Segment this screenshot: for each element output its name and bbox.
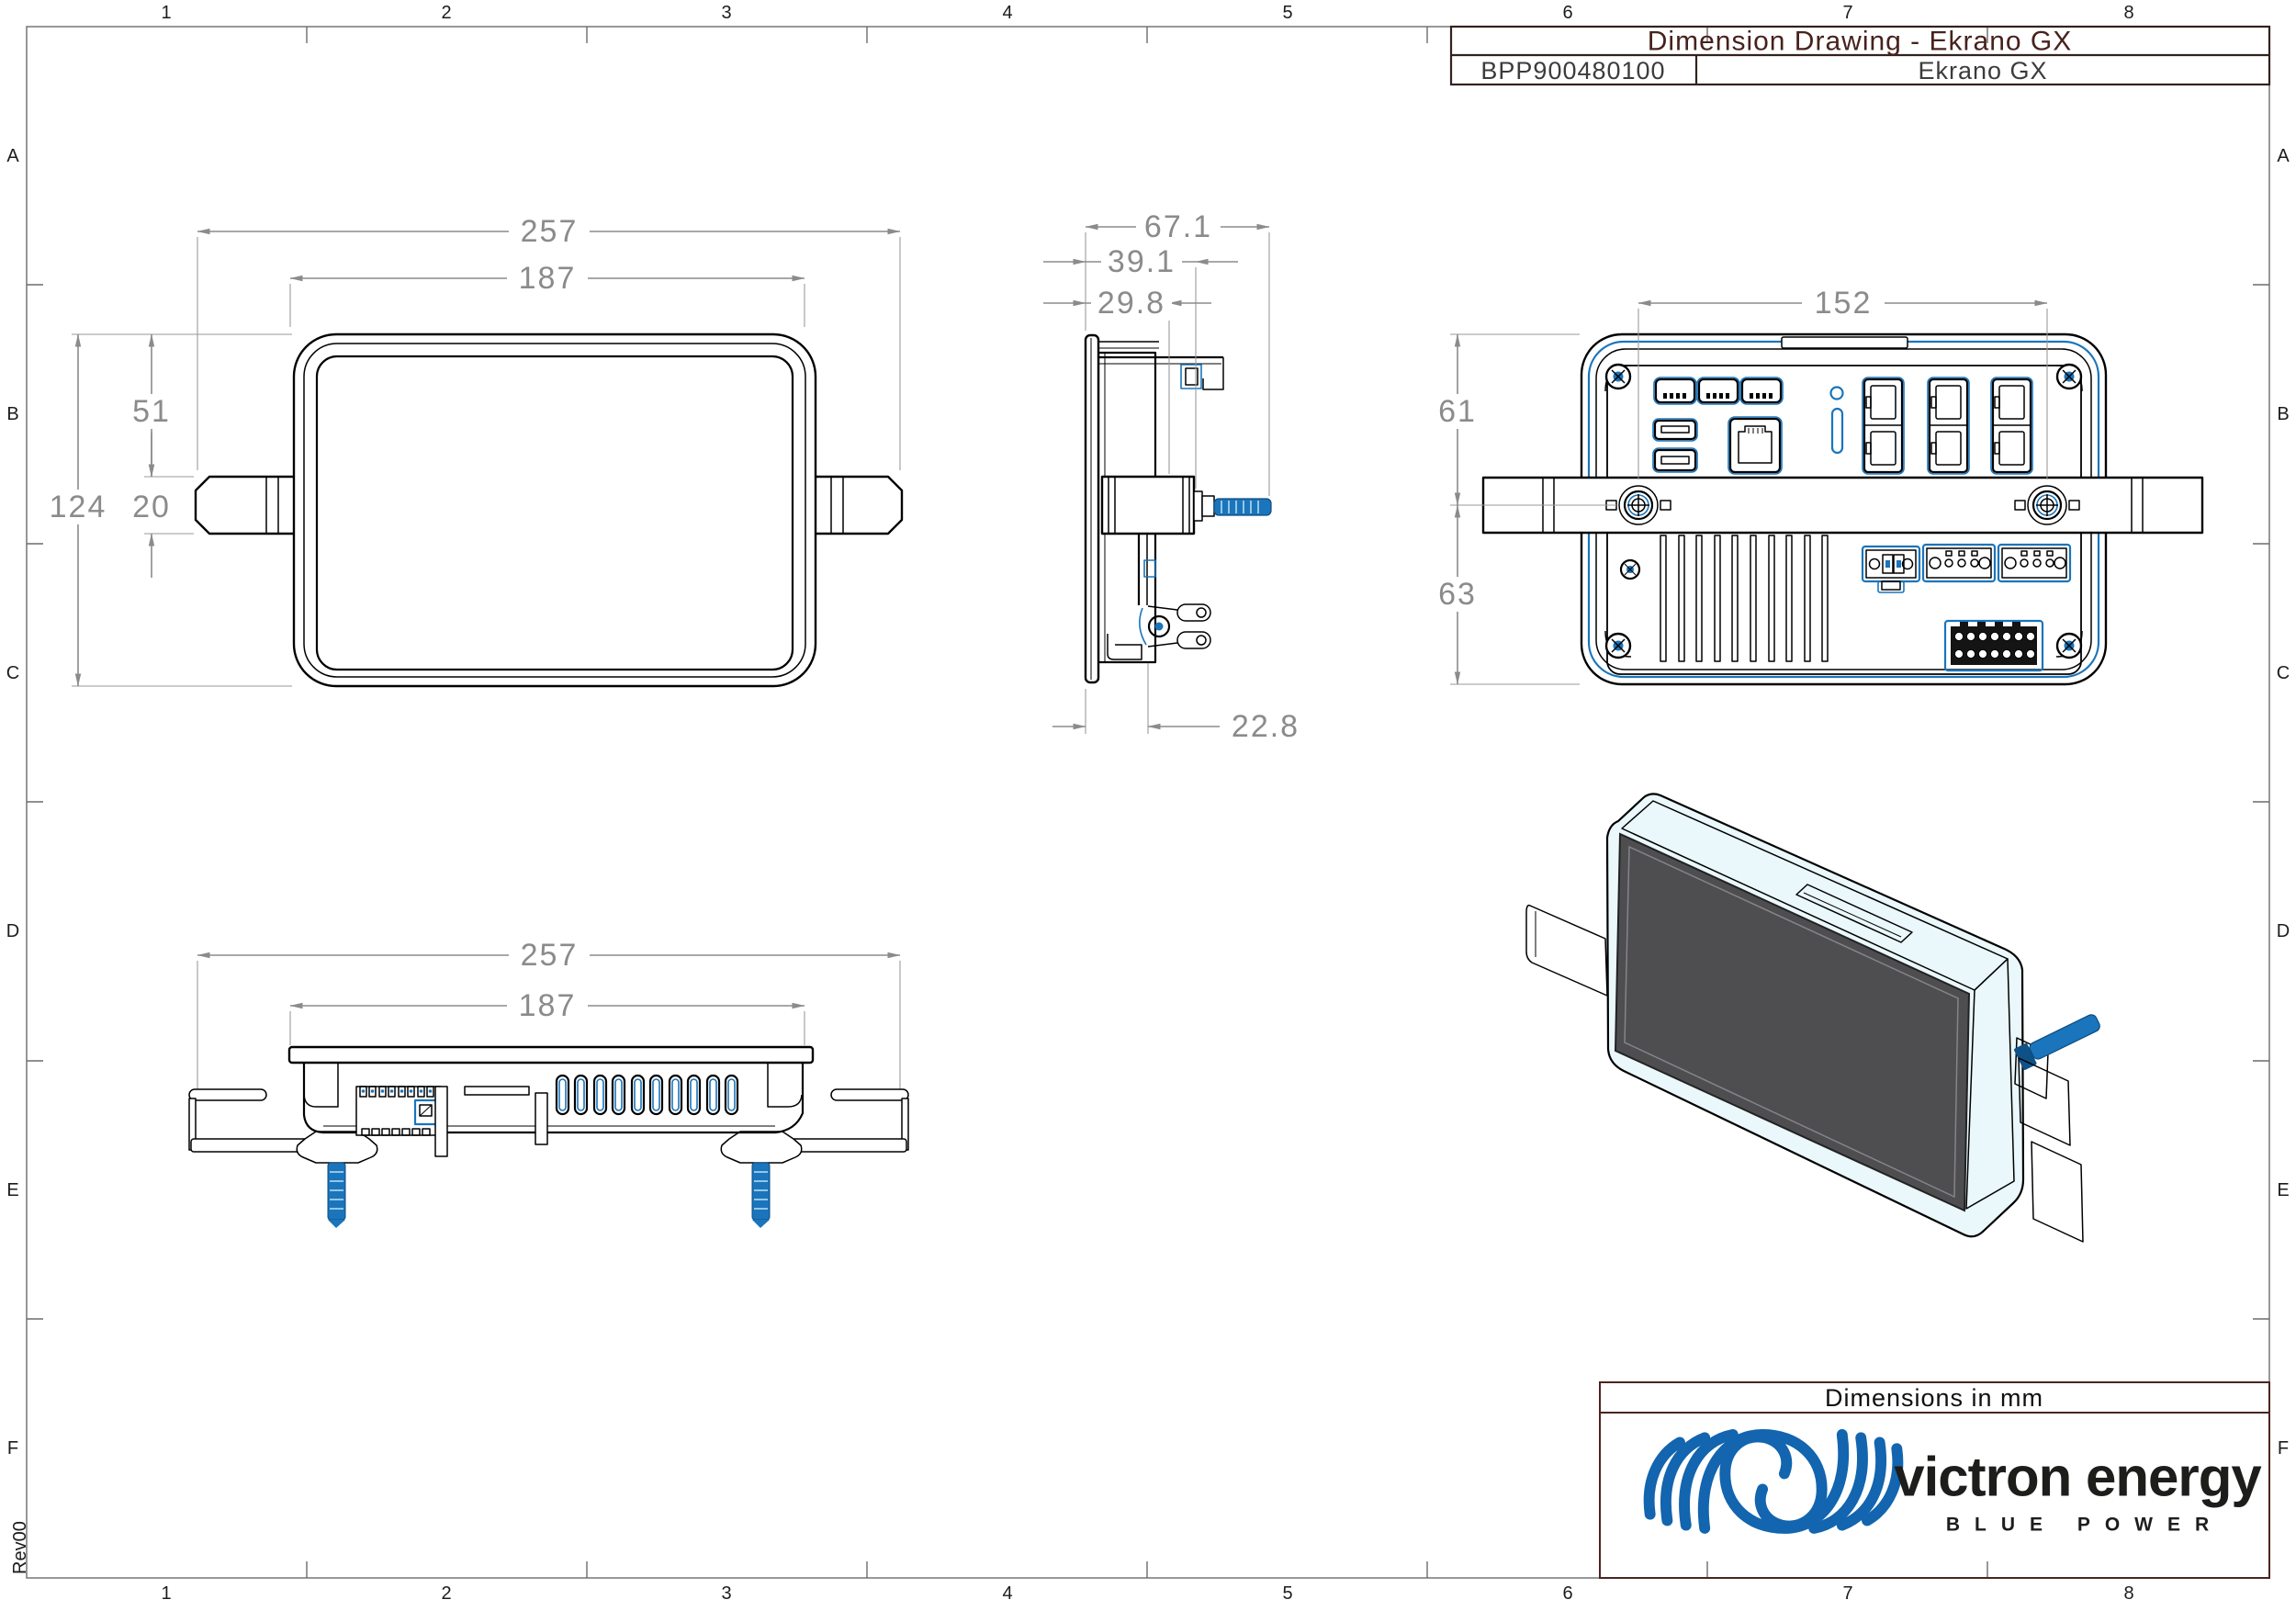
zone-row-label: A [6, 146, 19, 166]
rear-terminal-blocks [1861, 543, 2072, 593]
dim-side-overall-depth: 67.1 [1144, 209, 1212, 244]
zone-col-label: 2 [441, 1583, 451, 1604]
dim-rear-stud-to-bottom: 63 [1438, 577, 1477, 612]
zone-row-label: A [2277, 146, 2290, 166]
bottom-view: 257 187 [188, 938, 909, 1228]
dim-rear-stud-spacing: 152 [1815, 286, 1873, 321]
zone-row-label: F [2278, 1438, 2289, 1459]
dim-bottom-display-width: 187 [519, 988, 577, 1023]
dim-front-display-width: 187 [519, 261, 577, 296]
rear-rj45-ports [1862, 377, 2033, 475]
zone-row-label: B [2277, 404, 2289, 424]
zone-col-label: 1 [161, 1583, 171, 1604]
rear-ethernet-port [1728, 416, 1783, 475]
dim-side-front-to-bracket: 22.8 [1232, 709, 1300, 744]
iso-handle-recess [1795, 884, 1913, 943]
iso-screen [1614, 832, 1971, 1212]
zone-col-label: 8 [2123, 1583, 2133, 1604]
zone-col-label: 3 [721, 3, 731, 23]
zone-row-label: D [6, 921, 19, 941]
dim-front-overall-width: 257 [521, 214, 579, 249]
side-thumbscrew [1213, 498, 1272, 516]
bottom-vent-slots [555, 1074, 739, 1116]
bottom-faceplate [287, 1045, 815, 1065]
victron-logo-icon [1643, 1428, 1904, 1534]
zone-col-label: 5 [1282, 1583, 1292, 1604]
rear-stud-right [2014, 485, 2080, 525]
zone-col-label: 2 [441, 3, 451, 23]
rear-corner-screws [1604, 363, 2083, 659]
zone-row-label: B [6, 404, 18, 424]
rear-led-hole [1829, 386, 1844, 400]
zone-col-label: 6 [1562, 1583, 1572, 1604]
zone-col-label: 8 [2123, 3, 2133, 23]
bottom-bracket-left [188, 1088, 378, 1228]
zone-col-label: 7 [1842, 3, 1852, 23]
rear-view: 152 61 63 [1424, 286, 2204, 686]
footer-box: Dimensions in mm victron energy BLUE POW… [1599, 1381, 2270, 1579]
dim-front-height: 124 [50, 490, 107, 524]
sheet-frame: 1 2 3 4 5 6 7 8 1 2 3 4 5 6 7 8 A B C D … [6, 3, 2290, 1604]
zone-row-label: E [6, 1180, 18, 1200]
rear-pin-header [1943, 619, 2044, 672]
brand-tagline: BLUE POWER [1946, 1515, 2223, 1536]
rear-sd-slot [1830, 407, 1844, 455]
revision-label: Rev00 [10, 1521, 30, 1574]
side-view: 67.1 39.1 29.8 22.8 [1043, 209, 1308, 744]
zone-row-label: D [2277, 921, 2290, 941]
dim-side-front-to-stud: 39.1 [1108, 244, 1176, 279]
product-name: Ekrano GX [1918, 57, 2047, 84]
zone-row-label: E [2277, 1180, 2289, 1200]
dim-side-front-to-clip: 29.8 [1097, 286, 1165, 321]
side-panel-outline [1084, 333, 1100, 684]
zone-row-label: F [7, 1438, 18, 1459]
brand-name: victron energy [1894, 1447, 2262, 1508]
zone-col-label: 3 [721, 1583, 731, 1604]
title-block: Dimension Drawing - Ekrano GX BPP9004801… [1449, 25, 2271, 86]
zone-col-label: 5 [1282, 3, 1292, 23]
front-screen-outline [315, 355, 794, 671]
part-number: BPP900480100 [1480, 57, 1665, 84]
bottom-bracket-right [720, 1088, 909, 1228]
zone-col-label: 6 [1562, 3, 1572, 23]
zone-col-label: 4 [1002, 3, 1012, 23]
rear-usb-ports [1652, 418, 1698, 473]
isometric-view [1525, 793, 2100, 1243]
iso-left-tab [1525, 904, 1608, 997]
units-note: Dimensions in mm [1825, 1384, 2043, 1412]
front-body-outline [292, 332, 817, 688]
zone-row-label: C [6, 663, 19, 683]
rear-heatsink [1660, 535, 1829, 662]
front-view: 257 187 124 51 20 [41, 214, 904, 688]
bottom-connector-assembly [355, 1086, 442, 1136]
zone-col-label: 1 [161, 3, 171, 23]
zone-col-label: 4 [1002, 1583, 1012, 1604]
drawing-title: Dimension Drawing - Ekrano GX [1648, 27, 2073, 57]
dim-bottom-overall-width: 257 [521, 938, 579, 973]
iso-right-tab-upper [2018, 1057, 2071, 1146]
zone-row-label: C [2277, 663, 2290, 683]
iso-right-tab-lower [2031, 1141, 2084, 1243]
dim-front-top-to-bracket: 51 [132, 394, 171, 429]
zone-col-label: 7 [1842, 1583, 1852, 1604]
rear-vedirect-ports [1653, 377, 1784, 405]
dim-rear-top-to-stud: 61 [1438, 394, 1477, 429]
dim-front-bracket-height: 20 [132, 490, 171, 524]
